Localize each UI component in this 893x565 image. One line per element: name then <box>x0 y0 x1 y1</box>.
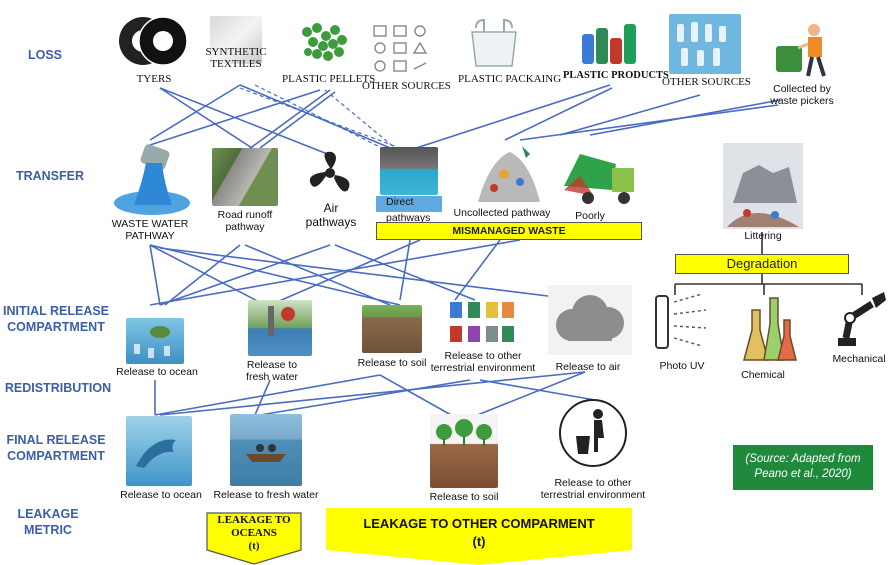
loss-label-collected: Collected by waste pickers <box>760 83 844 107</box>
fresh-water-line2: fresh water <box>246 371 298 383</box>
initial-label-air: Release to air <box>555 361 621 373</box>
waste-water-line2: PATHWAY <box>125 230 175 242</box>
final-label-soil: Release to soil <box>429 491 499 503</box>
initial-label-soil: Release to soil <box>357 357 427 369</box>
transfer-label-waste-water: WASTE WATER PATHWAY <box>110 218 190 242</box>
transfer-label-air: Air pathways <box>300 201 362 229</box>
row-label-leakage-metric: LEAKAGE METRIC <box>0 506 96 538</box>
cloud-icon <box>548 285 632 355</box>
road-runoff-icon <box>212 148 278 206</box>
leakage-oceans-line3: (t) <box>248 540 260 552</box>
mismanaged-waste-banner: MISMANAGED WASTE <box>376 222 642 240</box>
transfer-label-direct-line2: pathways <box>386 212 431 224</box>
leakage-oceans-shape <box>206 512 302 565</box>
row-label-transfer: TRANSFER <box>15 169 85 183</box>
textile-icon <box>210 16 262 64</box>
collected-line1: Collected by <box>773 83 831 95</box>
littering-icon <box>723 143 803 229</box>
turtle-ocean-icon <box>126 318 184 364</box>
river-boat-icon <box>230 414 302 486</box>
loss-label-plastic-products: PLASTIC PRODUCTS <box>563 70 669 81</box>
leakage-other-line1: LEAKAGE TO OTHER COMPARMENT <box>363 516 595 531</box>
transfer-label-poorly: Poorly <box>575 210 605 222</box>
other-final-line2: terrestrial environment <box>540 489 646 501</box>
synthetic-line2: TEXTILES <box>210 58 262 70</box>
row-label-final-line1: FINAL RELEASE <box>6 433 106 447</box>
transfer-label-littering: Littering <box>744 230 782 242</box>
other-initial-line2: terrestrial environment <box>430 362 536 374</box>
trash-person-icon <box>559 399 627 467</box>
row-label-final-release: FINAL RELEASE COMPARTMENT <box>0 432 112 464</box>
row-label-loss: LOSS <box>27 48 63 62</box>
row-label-initial-line1: INITIAL RELEASE <box>2 304 110 318</box>
final-label-other: Release to other terrestrial environment <box>536 477 650 501</box>
robot-arm-icon <box>838 292 886 346</box>
loss-label-other-sources-2: OTHER SOURCES <box>662 76 751 88</box>
row-label-final-line2: COMPARTMENT <box>7 449 105 463</box>
recycle-bins-icon <box>450 302 514 342</box>
leakage-other-label: LEAKAGE TO OTHER COMPARMENT (t) <box>326 515 632 551</box>
other-final-line1: Release to other <box>554 477 632 489</box>
sources-grid-icon <box>373 25 428 72</box>
other-sources-bottles-icon <box>669 14 741 74</box>
leakage-oceans-line1: LEAKAGE TO <box>217 514 291 526</box>
leakage-oceans-label: LEAKAGE TO OCEANS (t) <box>206 514 302 553</box>
synthetic-line1: SYNTHETIC <box>205 46 267 58</box>
initial-label-fresh-water: Release to fresh water <box>242 359 302 383</box>
air-line1: Air <box>323 201 339 215</box>
final-label-fresh-water: Release to fresh water <box>213 489 319 501</box>
initial-label-ocean: Release to ocean <box>116 366 198 378</box>
final-label-ocean: Release to ocean <box>120 489 202 501</box>
loss-label-tyers: TYERS <box>136 73 172 85</box>
source-line2: Peano et al., 2020) <box>754 468 852 480</box>
row-label-leakage-line2: METRIC <box>24 523 72 537</box>
other-initial-line1: Release to other <box>444 350 522 362</box>
row-label-initial-line2: COMPARTMENT <box>7 320 105 334</box>
loss-label-synthetic-textiles: SYNTHETIC TEXTILES <box>200 46 272 70</box>
fresh-water-pollution-icon <box>248 300 312 356</box>
degradation-label-photo-uv: Photo UV <box>659 360 705 372</box>
loss-label-plastic-packaging: PLASTIC PACKAING <box>458 73 562 85</box>
degradation-label-chemical: Chemical <box>741 369 785 381</box>
transfer-label-road-runoff: Road runoff pathway <box>208 209 282 233</box>
row-label-leakage-line1: LEAKAGE <box>17 507 79 521</box>
row-label-initial-release: INITIAL RELEASE COMPARTMENT <box>0 303 112 335</box>
bottles-icon <box>582 24 636 64</box>
fresh-water-line1: Release to <box>246 359 298 371</box>
loss-label-plastic-pellets: PLASTIC PELLETS <box>282 73 376 85</box>
air-line2: pathways <box>305 215 357 229</box>
road-runoff-line1: Road runoff <box>217 209 273 221</box>
initial-label-other: Release to other terrestrial environment <box>428 350 538 374</box>
pellets-icon <box>302 23 347 61</box>
leakage-oceans-line2: OCEANS <box>231 527 277 539</box>
road-runoff-line2: pathway <box>225 221 265 233</box>
waste-picker-icon <box>776 24 826 77</box>
plastic-bag-icon <box>471 18 517 67</box>
degradation-label-mechanical: Mechanical <box>832 353 886 365</box>
plants-soil-icon <box>430 414 498 488</box>
garbage-truck-icon <box>564 154 634 204</box>
transfer-label-direct-line1: Direct <box>376 196 442 212</box>
degradation-banner: Degradation <box>675 254 849 274</box>
fan-icon <box>309 151 350 192</box>
collected-line2: waste pickers <box>770 95 834 107</box>
waste-water-pipe-icon <box>114 144 190 215</box>
source-citation-box: (Source: Adapted from Peano et al., 2020… <box>733 445 873 490</box>
leakage-other-line2: (t) <box>472 534 486 549</box>
loss-label-other-sources-1: OTHER SOURCES <box>362 80 451 92</box>
garbage-pile-icon <box>478 146 540 202</box>
uv-lamp-icon <box>655 293 707 349</box>
dolphin-icon <box>126 416 192 486</box>
transfer-label-uncollected: Uncollected pathway <box>453 207 551 219</box>
soil-icon <box>362 305 422 353</box>
waste-water-line1: WASTE WATER <box>111 218 189 230</box>
direct-pipe-icon <box>380 147 438 195</box>
leakage-other-shape <box>326 508 632 565</box>
tyre-icon <box>119 16 188 66</box>
source-line1: (Source: Adapted from <box>745 453 861 465</box>
flask-icon <box>743 297 797 361</box>
row-label-redistribution: REDISTRIBUTION <box>4 381 112 395</box>
